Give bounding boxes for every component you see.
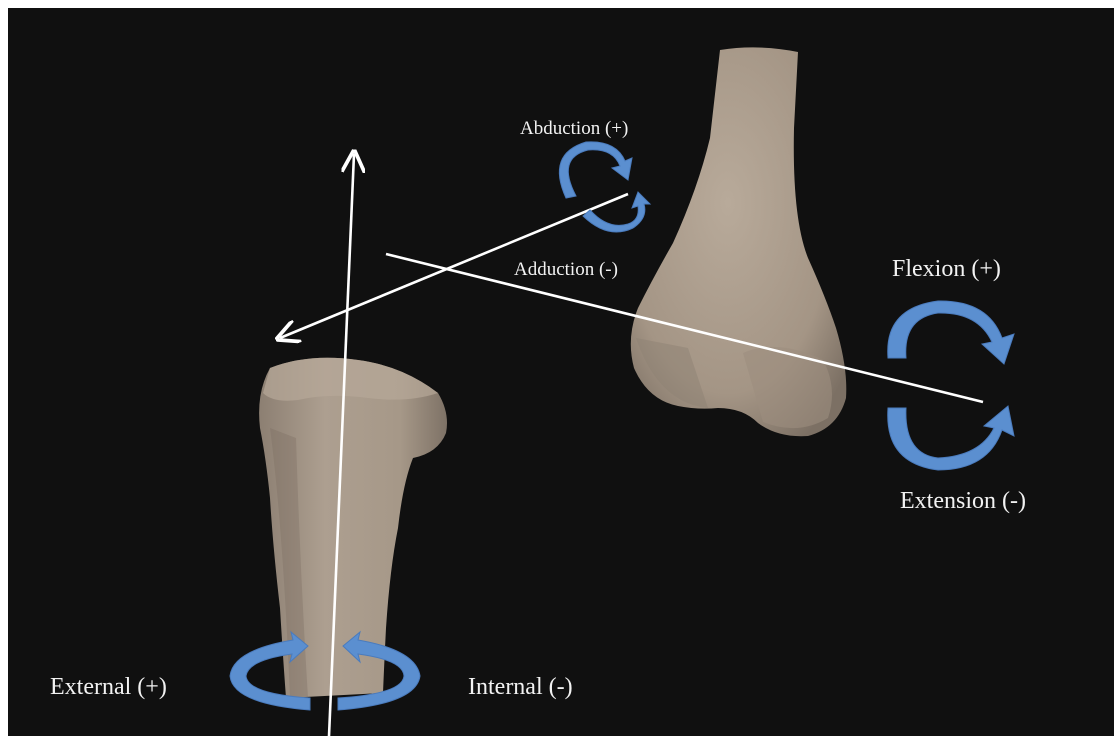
abduction-label: Abduction (+) xyxy=(520,118,628,140)
flexion-rotation-icon xyxy=(888,301,1014,364)
extension-rotation-icon xyxy=(888,406,1014,470)
femur-bone xyxy=(631,47,846,436)
extension-label: Extension (-) xyxy=(900,488,1026,515)
adduction-label: Adduction (-) xyxy=(514,259,618,281)
abduction-rotation-icon xyxy=(559,142,650,232)
diagram-canvas: Abduction (+) Adduction (-) Flexion (+) … xyxy=(8,8,1114,736)
external-label: External (+) xyxy=(50,674,167,701)
flexion-label: Flexion (+) xyxy=(892,256,1001,283)
internal-label: Internal (-) xyxy=(468,674,573,701)
